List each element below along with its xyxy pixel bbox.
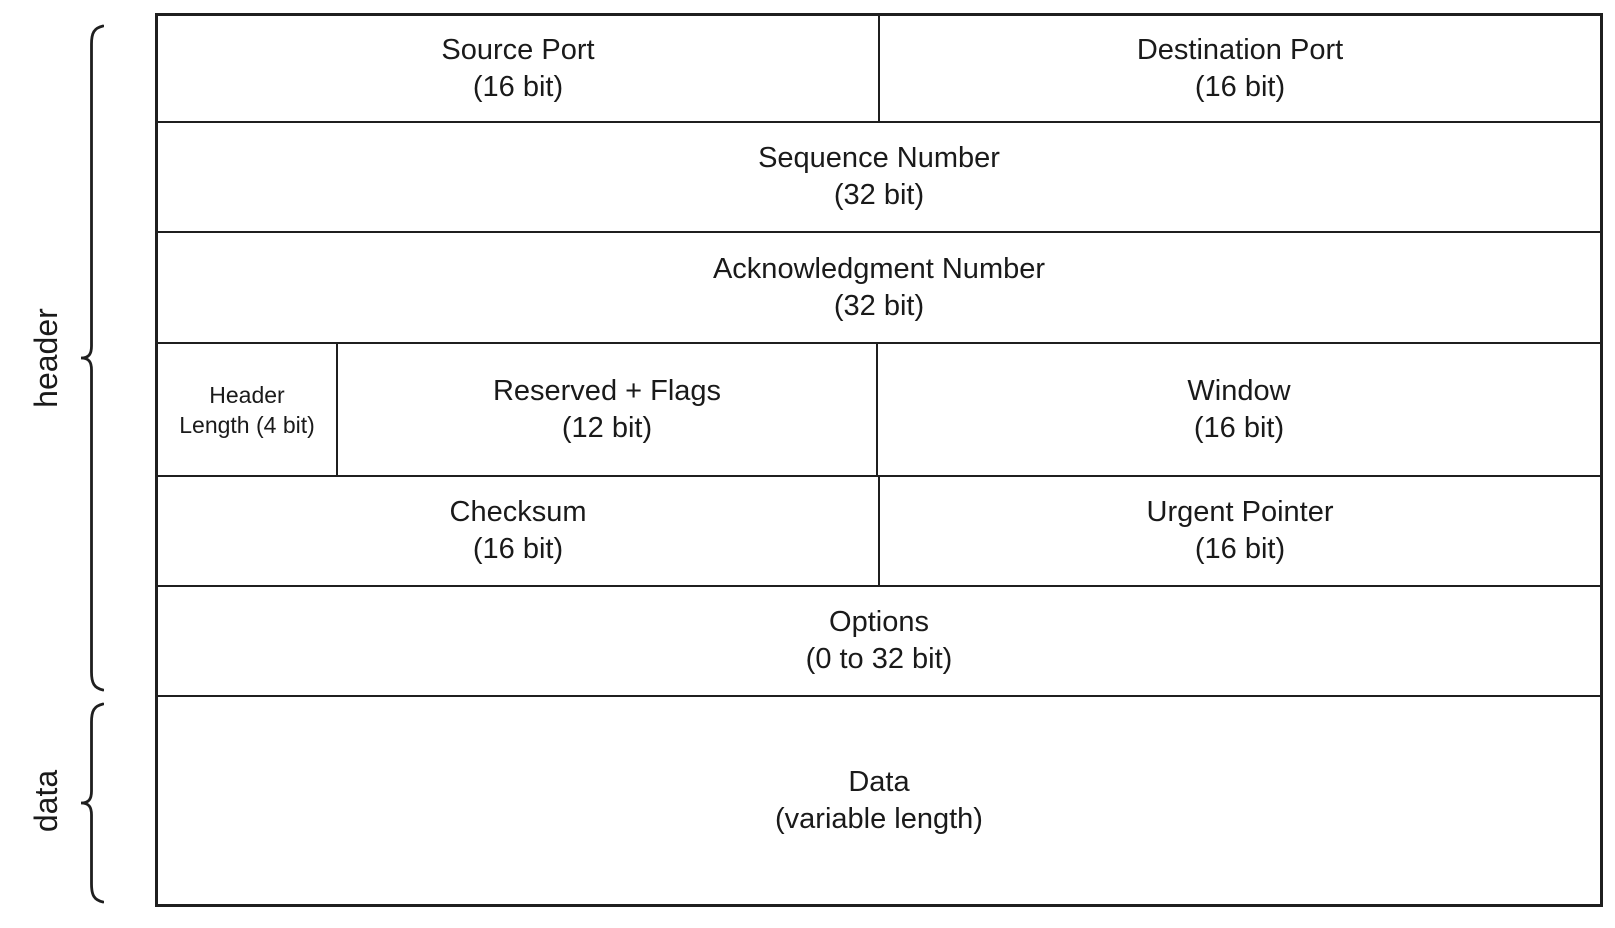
field-name: Destination Port <box>1136 33 1344 66</box>
field-name: Header <box>209 381 285 408</box>
field-checksum: Checksum (16 bit) <box>158 477 880 585</box>
row-ports: Source Port (16 bit) Destination Port (1… <box>158 16 1600 123</box>
field-size: (variable length) <box>775 802 983 835</box>
header-group-label: header <box>28 308 64 408</box>
field-size: (16 bit) <box>1194 70 1286 103</box>
field-size: (16 bit) <box>472 533 564 565</box>
row-sequence-number: Sequence Number (32 bit) <box>158 123 1600 233</box>
field-size: (32 bit) <box>833 179 925 211</box>
field-name: Urgent Pointer <box>1146 496 1334 528</box>
field-name: Window <box>1187 374 1291 407</box>
header-brace <box>80 24 104 692</box>
field-size: (0 to 32 bit) <box>805 643 953 675</box>
field-name: Source Port <box>441 33 595 66</box>
field-header-length: Header Length (4 bit) <box>158 344 338 475</box>
field-urgent-pointer: Urgent Pointer (16 bit) <box>880 477 1600 585</box>
field-name: Reserved + Flags <box>492 374 722 407</box>
field-size: Length (4 bit) <box>179 411 315 438</box>
packet-structure-table: Source Port (16 bit) Destination Port (1… <box>155 13 1603 907</box>
field-source-port: Source Port (16 bit) <box>158 16 880 121</box>
field-size: (12 bit) <box>561 411 653 444</box>
row-options: Options (0 to 32 bit) <box>158 587 1600 697</box>
field-size: (16 bit) <box>472 70 564 103</box>
row-length-flags-window: Header Length (4 bit) Reserved + Flags (… <box>158 344 1600 477</box>
field-options: Options (0 to 32 bit) <box>158 587 1600 695</box>
row-checksum-urgent: Checksum (16 bit) Urgent Pointer (16 bit… <box>158 477 1600 587</box>
data-group-label: data <box>28 769 64 833</box>
field-reserved-flags: Reserved + Flags (12 bit) <box>338 344 878 475</box>
field-destination-port: Destination Port (16 bit) <box>880 16 1600 121</box>
field-name: Checksum <box>449 496 587 528</box>
field-size: (16 bit) <box>1194 533 1286 565</box>
field-name: Acknowledgment Number <box>712 252 1046 285</box>
row-data: Data (variable length) <box>158 697 1600 904</box>
field-name: Sequence Number <box>758 142 1000 174</box>
field-sequence-number: Sequence Number (32 bit) <box>158 123 1600 231</box>
data-brace <box>80 702 104 904</box>
field-size: (32 bit) <box>833 289 925 322</box>
field-name: Data <box>848 765 910 798</box>
field-acknowledgment-number: Acknowledgment Number (32 bit) <box>158 233 1600 342</box>
field-data: Data (variable length) <box>158 697 1600 904</box>
field-size: (16 bit) <box>1193 411 1285 444</box>
field-window: Window (16 bit) <box>878 344 1600 475</box>
row-acknowledgment-number: Acknowledgment Number (32 bit) <box>158 233 1600 344</box>
field-name: Options <box>829 606 929 638</box>
